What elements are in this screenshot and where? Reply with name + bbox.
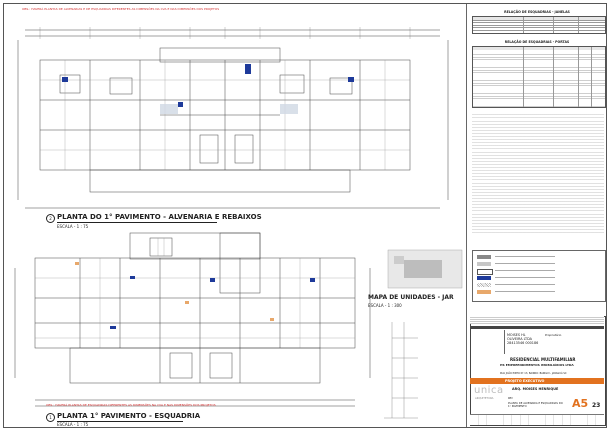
- brand-logo: unica: [474, 385, 504, 396]
- sheet-size: A5: [572, 397, 589, 410]
- company: HS EMPREENDIMENTOS IMOBILIÁRIOS LTDA: [500, 363, 574, 367]
- stage-label: PROJETO EXECUTIVO: [505, 379, 545, 383]
- plan-1-underline: [57, 421, 183, 422]
- bottom-strip: [470, 414, 604, 425]
- plan-alvenaria-drawing: [17, 27, 449, 209]
- architect-name: ARQ. MOISES HENRIQUE: [512, 387, 559, 391]
- project-name: RESIDENCIAL MULTIFAMILIAR: [510, 357, 576, 362]
- top-red-note: OBS.: HAVERÁ PLANTAS DE ALVENARIAS E DE …: [22, 7, 220, 11]
- plan-2-underline: [57, 222, 217, 223]
- brand-sub: ARQUITETURA: [475, 397, 494, 400]
- owner-name: MOISES HL OLIVEIRA LTDA 28413546 000186: [507, 333, 539, 346]
- section-sketch: [384, 322, 418, 419]
- unit-map-title: MAPA DE UNIDADES - JAR: [368, 294, 454, 301]
- drawing-content: PLANTA DE ALVENARIA E ESQUADRIAS DO 1º P…: [508, 402, 563, 408]
- plan-1-title: PLANTA 1° PAVIMENTO - ESQUADRIA: [57, 412, 201, 420]
- owner-label-box: [470, 330, 505, 354]
- sheet-border: [3, 3, 607, 428]
- doors-table-title: RELAÇÃO DE ESQUADRIAS - PORTAS: [504, 40, 570, 44]
- legend: [472, 250, 606, 302]
- plan-1-scale: ESCALA - 1 : 75: [57, 422, 89, 427]
- windows-table: [472, 16, 606, 34]
- unit-map-drawing: [387, 249, 463, 289]
- doors-table: [472, 46, 606, 108]
- plan-esquadria-drawing: [14, 232, 371, 407]
- stage-bar: [470, 378, 604, 384]
- revision-strip: [470, 316, 604, 324]
- general-notes: [472, 112, 604, 234]
- drawing-label: REV: [508, 397, 513, 400]
- plan-2-title: PLANTA DO 1° PAVIMENTO - ALVENARIA E REB…: [57, 213, 262, 221]
- right-panel-divider: [466, 4, 467, 427]
- bottom-red-note: OBS.: HAVERÁ PLANTAS DE ESQUADRIAS DIFER…: [46, 403, 216, 407]
- address: RUA JOÃO PINTO Nº 13, BAIRRO: BARIGUI - …: [500, 372, 567, 375]
- plan-2-scale: ESCALA - 1 : 75: [57, 224, 89, 229]
- sheet-number: 23: [592, 402, 601, 409]
- plan-2-number: 2: [46, 214, 55, 223]
- windows-table-title: RELAÇÃO DE ESQUADRIAS - JANELAS: [504, 10, 570, 14]
- plan-1-number: 1: [46, 413, 55, 422]
- unit-map-scale: ESCALA - 1 : 300: [368, 303, 402, 308]
- owner-side: Proprietário: [545, 333, 562, 337]
